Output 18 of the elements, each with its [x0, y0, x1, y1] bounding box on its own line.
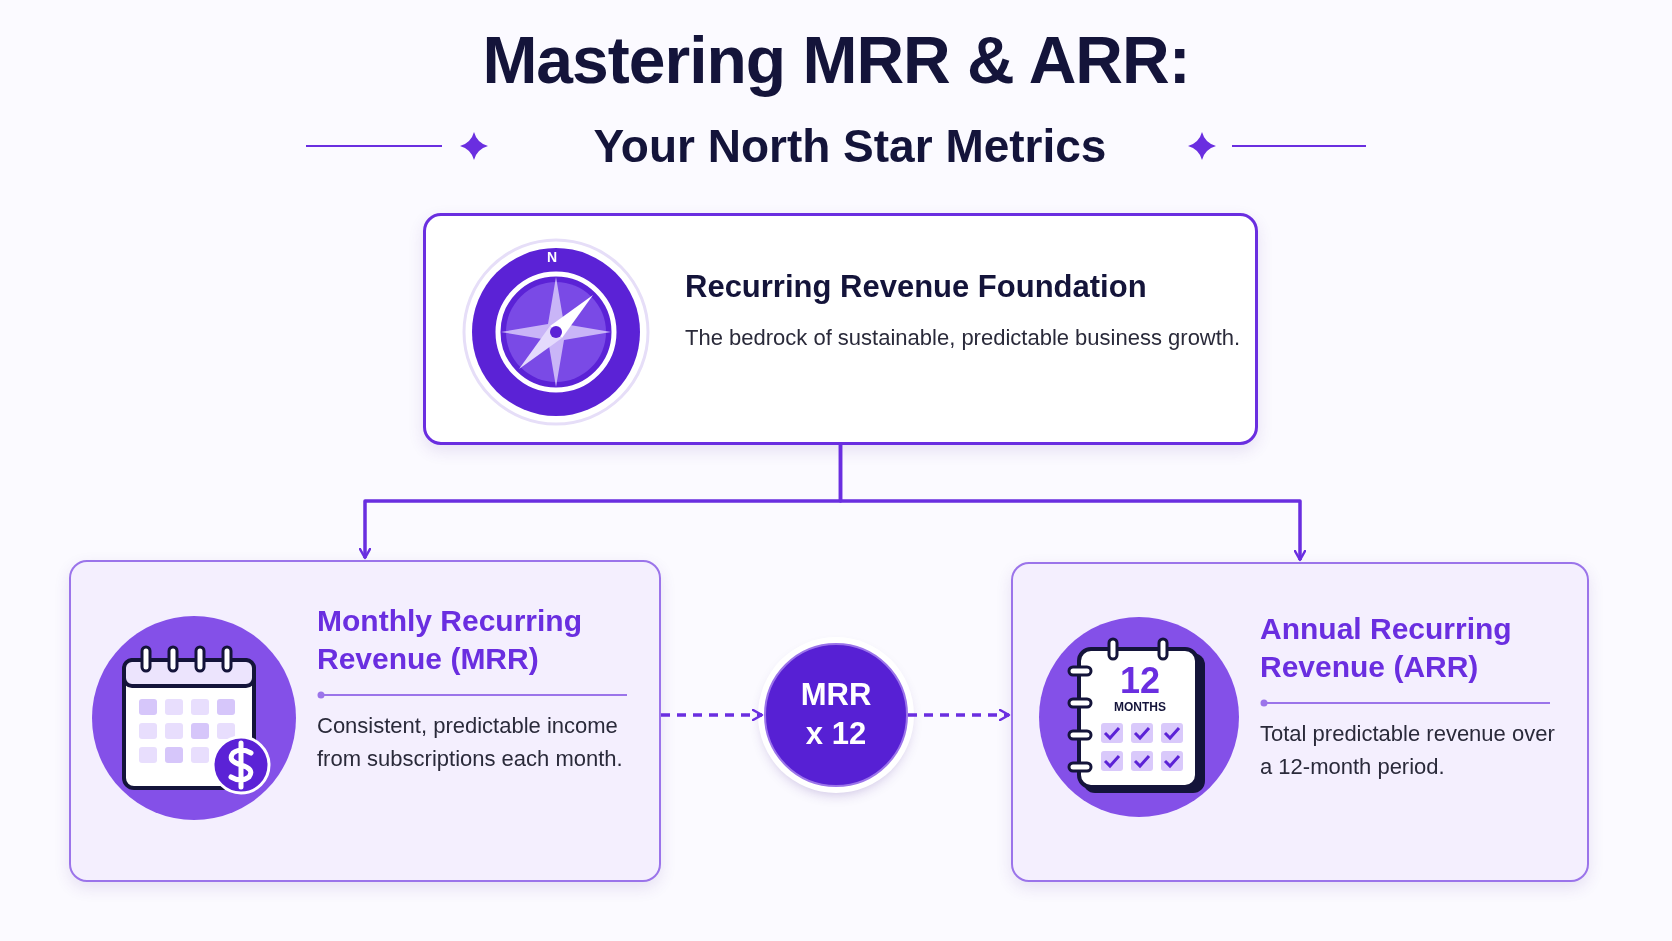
calendar-number: 12 — [1120, 660, 1160, 702]
foundation-card — [423, 213, 1258, 445]
arrow — [908, 708, 1011, 722]
card-heading: Recurring Revenue Foundation — [685, 268, 1148, 306]
arrow — [838, 445, 1307, 562]
compass-north-letter: N — [546, 249, 558, 265]
card-description: Total predictable revenue over a 12-month period. — [1260, 720, 1556, 781]
card-description: The bedrock of sustainable, predictable business growth. — [685, 323, 1242, 352]
title: Mastering MRR & ARR: — [481, 22, 1191, 98]
calendar-caption: MONTHS — [1114, 700, 1166, 714]
card-heading: Monthly Recurring Revenue (MRR) — [317, 603, 583, 677]
formula-text: MRR x 12 — [799, 676, 873, 753]
arrow — [661, 708, 764, 722]
metric-card — [1011, 562, 1589, 882]
card-heading: Annual Recurring Revenue (ARR) — [1260, 611, 1513, 685]
subtitle: Your North Star Metrics — [593, 119, 1107, 173]
metric-card — [69, 560, 661, 882]
card-description: Consistent, predictable income from subscriptions each month. — [317, 712, 624, 773]
